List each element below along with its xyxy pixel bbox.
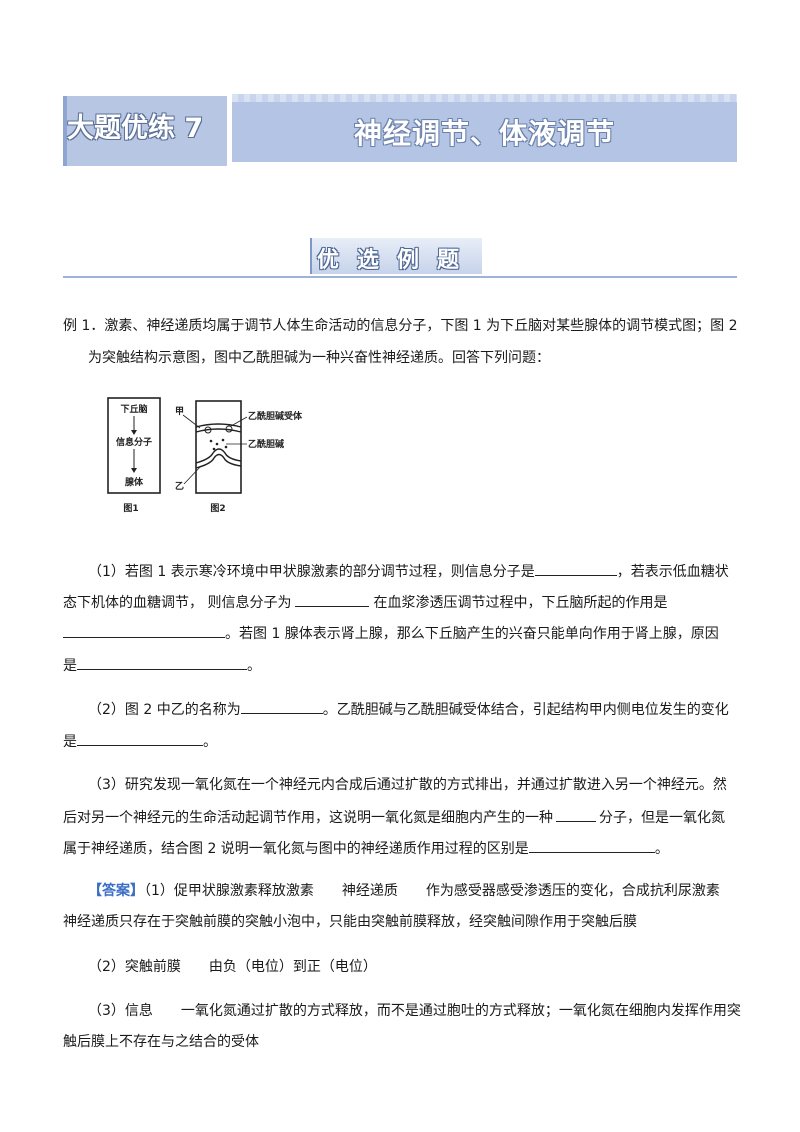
part3-line-1: （3）研究发现一氧化氮在一个神经元内合成后通过扩散的方式排出，并通过扩散进入另一… bbox=[88, 777, 727, 793]
answer-line-3: （3）信息 一氧化氮通过扩散的方式释放，而不是通过胞吐的方式释放；一氧化氮在细胞… bbox=[88, 1003, 741, 1019]
answer-blank[interactable] bbox=[77, 657, 247, 670]
fig2-label-yi: 乙 bbox=[175, 481, 184, 492]
fig2-ach-label: 乙酰胆碱 bbox=[248, 438, 284, 450]
answer-blank[interactable] bbox=[77, 733, 203, 746]
answer-line-1: 【答案】（1）促甲状腺激素释放激素 神经递质 作为感受器感受渗透压的变化，合成抗… bbox=[88, 883, 720, 899]
part2-line-1: （2）图 2 中乙的名称为。乙酰胆碱与乙酰胆碱受体结合，引起结构甲内侧电位发生的… bbox=[88, 701, 729, 718]
answer-line-2: （2）突触前膜 由负（电位）到正（电位） bbox=[88, 959, 377, 975]
part1-line-4: 是。 bbox=[63, 657, 261, 674]
chapter-title-banner: 神经调节、体液调节 bbox=[232, 94, 737, 162]
section-divider bbox=[63, 276, 737, 278]
fig2-label-jia: 甲 bbox=[175, 406, 184, 417]
question-line-1: 例 1．激素、神经递质均属于调节人体生命活动的信息分子，下图 1 为下丘脑对某些… bbox=[63, 318, 738, 334]
part1-line-2: 态下机体的血糖调节， 则信息分子为在血浆渗透压调节过程中，下丘脑所起的作用是 bbox=[63, 594, 668, 611]
answer-blank[interactable] bbox=[295, 594, 370, 607]
answer-blank[interactable] bbox=[240, 701, 323, 714]
fig2-receptor-label: 乙酰胆碱受体 bbox=[248, 410, 303, 422]
figure-2: 甲 乙 乙酰胆碱受体 乙酰胆碱 图2 bbox=[175, 400, 303, 514]
fig2-caption: 图2 bbox=[210, 503, 225, 514]
fig1-caption: 图1 bbox=[123, 503, 138, 514]
chapter-number-title: 大题优练 7 bbox=[67, 113, 204, 144]
chapter-title: 神经调节、体液调节 bbox=[353, 117, 615, 150]
answer-blank[interactable] bbox=[556, 809, 596, 822]
answer-line-3b: 触后膜上不存在与之结合的受体 bbox=[63, 1034, 259, 1050]
question-figure: 下丘脑 信息分子 腺体 图1 甲 乙 乙酰胆碱受体 乙酰胆碱 图2 bbox=[107, 397, 303, 514]
section-heading: 优选例题 bbox=[316, 248, 477, 273]
answer-blank[interactable] bbox=[528, 840, 655, 853]
part2-line-2: 是。 bbox=[63, 733, 217, 750]
answer-blank[interactable] bbox=[63, 625, 225, 638]
fig1-hypothalamus-label: 下丘脑 bbox=[120, 403, 147, 415]
figure-1: 下丘脑 信息分子 腺体 图1 bbox=[107, 397, 161, 514]
part3-line-2: 后对另一个神经元的生命活动起调节作用，这说明一氧化氮是细胞内产生的一种分子，但是… bbox=[63, 809, 725, 826]
chapter-number-banner: 大题优练 7 bbox=[63, 96, 227, 166]
answer-blank[interactable] bbox=[534, 563, 617, 576]
section-heading-box: 优选例题 bbox=[310, 238, 482, 274]
fig1-signal-molecule-label: 信息分子 bbox=[116, 436, 152, 448]
fig1-gland-label: 腺体 bbox=[124, 476, 144, 488]
answer-label: 【答案】 bbox=[88, 883, 144, 899]
part3-line-3: 属于神经递质，结合图 2 说明一氧化氮与图中的神经递质作用过程的区别是。 bbox=[63, 840, 669, 857]
part1-line-3: 。若图 1 腺体表示肾上腺，那么下丘脑产生的兴奋只能单向作用于肾上腺，原因 bbox=[63, 625, 719, 642]
part1-line-1: （1）若图 1 表示寒冷环境中甲状腺激素的部分调节过程，则信息分子是，若表示低血… bbox=[88, 563, 729, 580]
answer-line-1b: 神经递质只存在于突触前膜的突触小泡中，只能由突触前膜释放，经突触间隙作用于突触后… bbox=[63, 914, 637, 930]
question-line-2: 为突触结构示意图，图中乙酰胆碱为一种兴奋性神经递质。回答下列问题： bbox=[88, 350, 550, 366]
